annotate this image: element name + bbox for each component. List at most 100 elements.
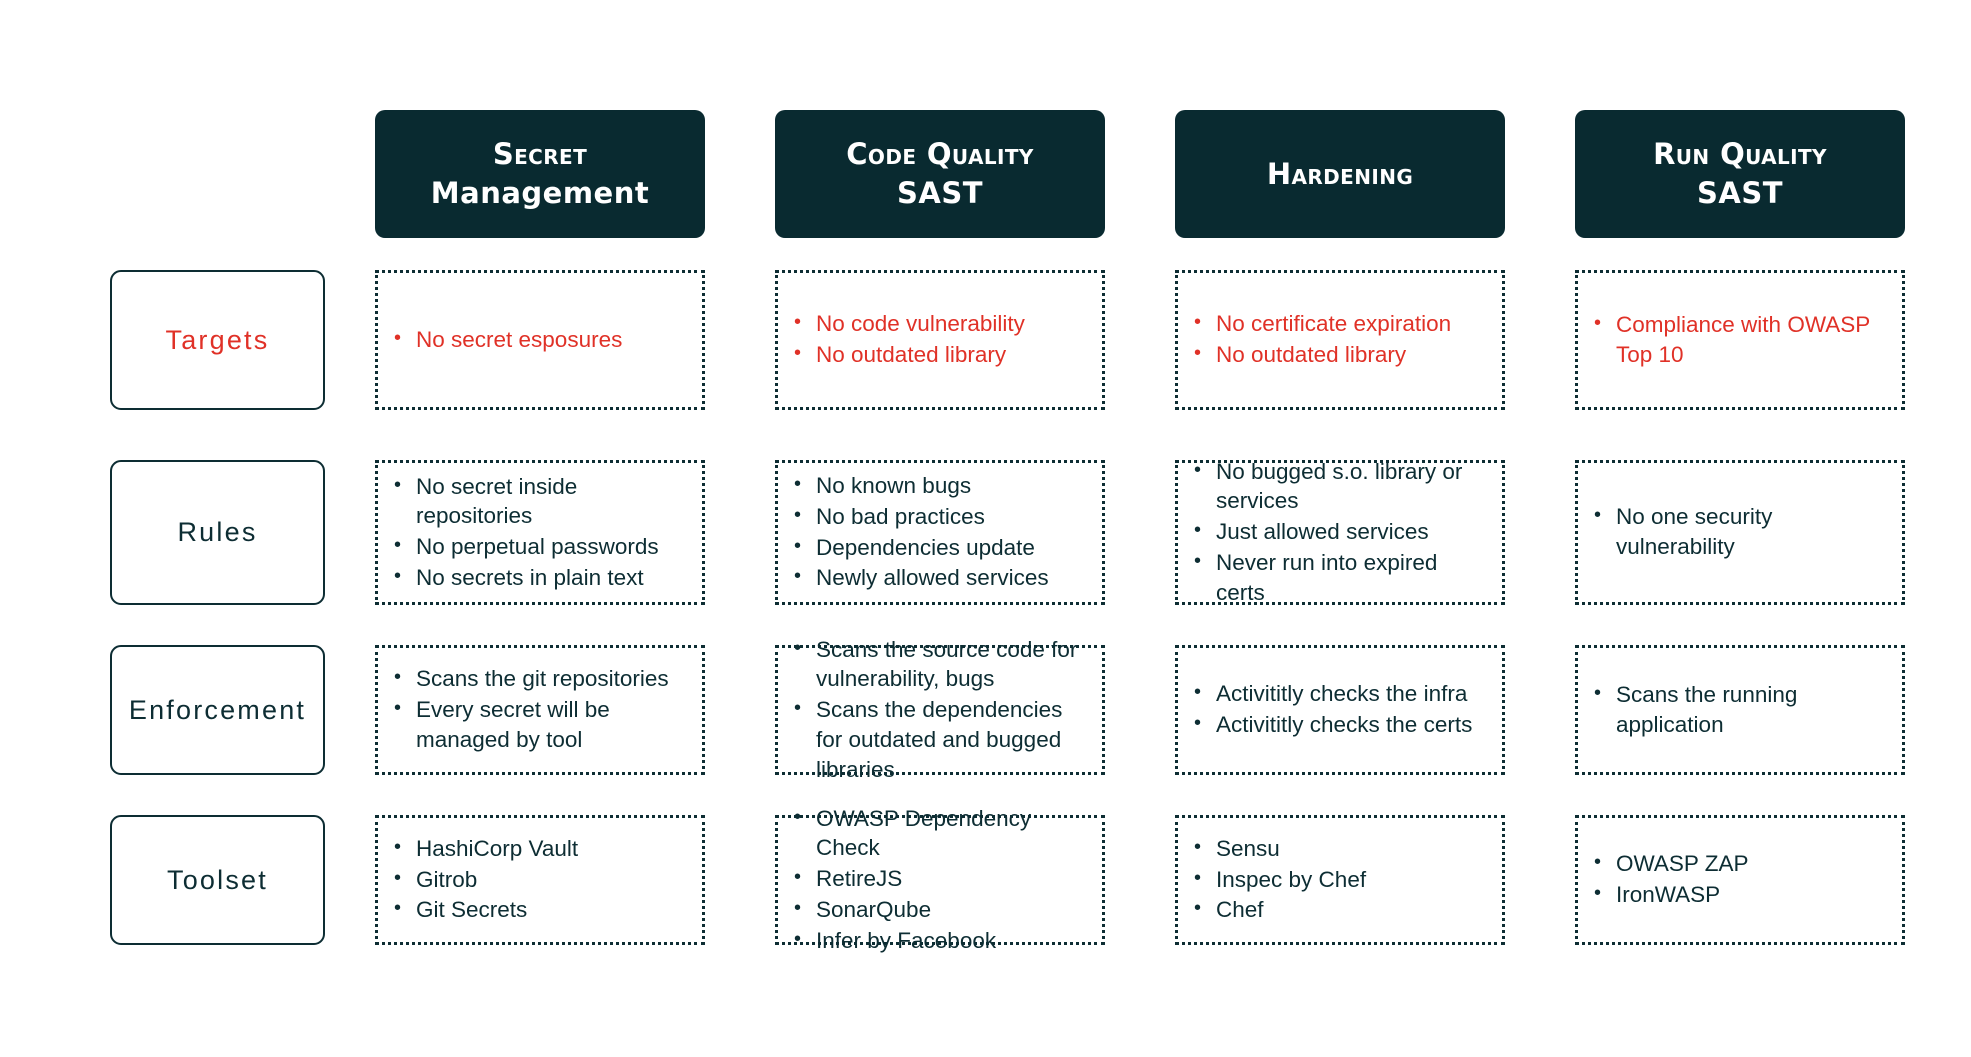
cell-enforcement-code-quality[interactable]: Scans the source code for vulnerability,… xyxy=(775,634,1105,782)
bullet-list: OWASP ZAPIronWASP xyxy=(1588,848,1888,910)
column-gap xyxy=(1105,645,1175,775)
cell-rules-hardening[interactable]: No bugged s.o. library or servicesJust a… xyxy=(1175,456,1505,607)
bullet-item: No one security vulnerability xyxy=(1594,501,1888,561)
bullet-item: No certificate expiration xyxy=(1194,308,1488,339)
row-gap xyxy=(1575,775,1905,815)
row-gap xyxy=(110,605,325,645)
bullet-item: OWASP ZAP xyxy=(1594,848,1888,879)
bullet-item: Chef xyxy=(1194,894,1488,925)
bullet-list: Activititly checks the infraActivititly … xyxy=(1188,678,1488,740)
cell-targets-hardening[interactable]: No certificate expirationNo outdated lib… xyxy=(1175,270,1505,410)
row-gap xyxy=(705,238,775,270)
column-header-hardening[interactable]: Hardening xyxy=(1175,110,1505,238)
row-gap xyxy=(375,605,705,645)
row-gap xyxy=(775,238,1105,270)
row-gap xyxy=(1175,410,1505,460)
column-gap xyxy=(325,270,375,410)
row-gap xyxy=(325,775,375,815)
cell-enforcement-secret-management[interactable]: Scans the git repositoriesEvery secret w… xyxy=(375,645,705,775)
bullet-list: No one security vulnerability xyxy=(1588,501,1888,562)
cell-toolset-secret-management[interactable]: HashiCorp VaultGitrobGit Secrets xyxy=(375,815,705,945)
bullet-item: Gitrob xyxy=(394,864,688,895)
row-gap xyxy=(325,605,375,645)
cell-enforcement-hardening[interactable]: Activititly checks the infraActivititly … xyxy=(1175,645,1505,775)
bullet-item: No bugged s.o. library or services xyxy=(1194,456,1488,516)
column-header-title: Hardening xyxy=(1266,156,1414,191)
column-gap xyxy=(1505,460,1575,605)
cell-targets-secret-management[interactable]: No secret esposures xyxy=(375,270,705,410)
row-gap xyxy=(110,775,325,815)
bullet-list: No secret esposures xyxy=(388,324,688,356)
row-gap xyxy=(1175,605,1505,645)
cell-toolset-code-quality[interactable]: OWASP Dependency CheckRetireJSSonarQubeI… xyxy=(775,803,1105,953)
bullet-item: No known bugs xyxy=(794,470,1088,501)
bullet-item: Never run into expired certs xyxy=(1194,547,1488,607)
bullet-item: No outdated library xyxy=(794,339,1088,370)
column-gap xyxy=(1505,645,1575,775)
column-gap xyxy=(325,460,375,605)
bullet-item: Every secret will be managed by tool xyxy=(394,694,688,754)
row-gap xyxy=(775,410,1105,460)
column-header-subtitle: SAST xyxy=(1697,176,1783,210)
bullet-item: Activititly checks the infra xyxy=(1194,678,1488,709)
bullet-item: Dependencies update xyxy=(794,532,1088,563)
bullet-item: HashiCorp Vault xyxy=(394,833,688,864)
bullet-list: HashiCorp VaultGitrobGit Secrets xyxy=(388,833,688,926)
row-label-targets[interactable]: Targets xyxy=(110,270,325,410)
bullet-item: Activititly checks the certs xyxy=(1194,709,1488,740)
cell-rules-run-quality[interactable]: No one security vulnerability xyxy=(1575,460,1905,605)
bullet-item: No perpetual passwords xyxy=(394,531,688,562)
column-gap xyxy=(1105,815,1175,945)
bullet-item: No secret inside repositories xyxy=(394,471,688,531)
bullet-item: Newly allowed services xyxy=(794,562,1088,593)
column-gap xyxy=(705,110,775,238)
column-gap xyxy=(1505,270,1575,410)
bullet-item: Scans the dependencies for outdated and … xyxy=(794,694,1088,784)
row-gap xyxy=(325,238,375,270)
column-gap xyxy=(705,270,775,410)
bullet-item: OWASP Dependency Check xyxy=(794,803,1088,863)
row-label-enforcement[interactable]: Enforcement xyxy=(110,645,325,775)
bullet-item: Sensu xyxy=(1194,833,1488,864)
row-gap xyxy=(1105,238,1175,270)
column-gap xyxy=(1505,110,1575,238)
bullet-item: No bad practices xyxy=(794,501,1088,532)
column-gap xyxy=(705,815,775,945)
bullet-list: OWASP Dependency CheckRetireJSSonarQubeI… xyxy=(788,803,1088,956)
cell-rules-secret-management[interactable]: No secret inside repositoriesNo perpetua… xyxy=(375,460,705,605)
bullet-item: RetireJS xyxy=(794,863,1088,894)
column-header-subtitle: Management xyxy=(430,176,650,210)
bullet-item: Git Secrets xyxy=(394,894,688,925)
row-gap xyxy=(1575,605,1905,645)
cell-rules-code-quality[interactable]: No known bugsNo bad practicesDependencie… xyxy=(775,460,1105,605)
bullet-item: SonarQube xyxy=(794,894,1088,925)
column-gap xyxy=(1105,270,1175,410)
row-gap xyxy=(325,410,375,460)
cell-targets-run-quality[interactable]: Compliance with OWASP Top 10 xyxy=(1575,270,1905,410)
cell-targets-code-quality[interactable]: No code vulnerabilityNo outdated library xyxy=(775,270,1105,410)
bullet-list: No code vulnerabilityNo outdated library xyxy=(788,308,1088,370)
row-gap xyxy=(1175,775,1505,815)
column-gap xyxy=(1505,815,1575,945)
row-gap xyxy=(1575,410,1905,460)
cell-enforcement-run-quality[interactable]: Scans the running application xyxy=(1575,645,1905,775)
bullet-item: Infer by Facebook xyxy=(794,925,1088,956)
row-gap xyxy=(1175,238,1505,270)
cell-toolset-hardening[interactable]: SensuInspec by ChefChef xyxy=(1175,815,1505,945)
bullet-item: No secrets in plain text xyxy=(394,562,688,593)
column-gap xyxy=(705,645,775,775)
bullet-item: Just allowed services xyxy=(1194,516,1488,547)
cell-toolset-run-quality[interactable]: OWASP ZAPIronWASP xyxy=(1575,815,1905,945)
bullet-item: Scans the git repositories xyxy=(394,663,688,694)
row-gap xyxy=(375,775,705,815)
bullet-list: Compliance with OWASP Top 10 xyxy=(1588,309,1888,370)
bullet-list: No certificate expirationNo outdated lib… xyxy=(1188,308,1488,370)
row-label-toolset[interactable]: Toolset xyxy=(110,815,325,945)
bullet-item: IronWASP xyxy=(1594,879,1888,910)
row-label-rules[interactable]: Rules xyxy=(110,460,325,605)
